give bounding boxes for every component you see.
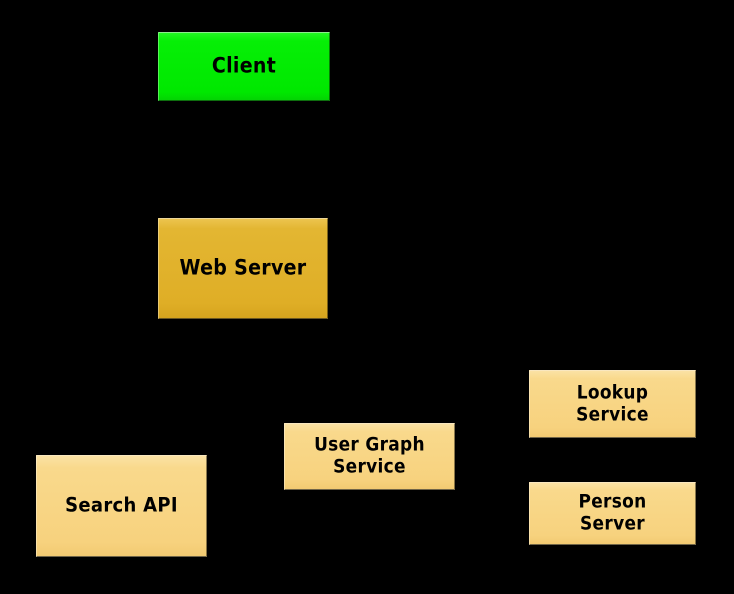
node-search-api[interactable]: Search API — [36, 455, 207, 557]
node-client[interactable]: Client — [158, 32, 330, 101]
node-web-server-label: Web Server — [179, 256, 307, 281]
node-person-server-label: Person Server — [578, 491, 647, 536]
node-web-server[interactable]: Web Server — [158, 218, 328, 319]
node-user-graph-service-label: User Graph Service — [314, 434, 425, 479]
node-lookup-service[interactable]: Lookup Service — [529, 370, 696, 438]
node-lookup-service-label: Lookup Service — [576, 381, 649, 426]
node-search-api-label: Search API — [65, 494, 178, 518]
node-client-label: Client — [211, 54, 277, 79]
node-person-server[interactable]: Person Server — [529, 482, 696, 545]
node-user-graph-service[interactable]: User Graph Service — [284, 423, 455, 490]
